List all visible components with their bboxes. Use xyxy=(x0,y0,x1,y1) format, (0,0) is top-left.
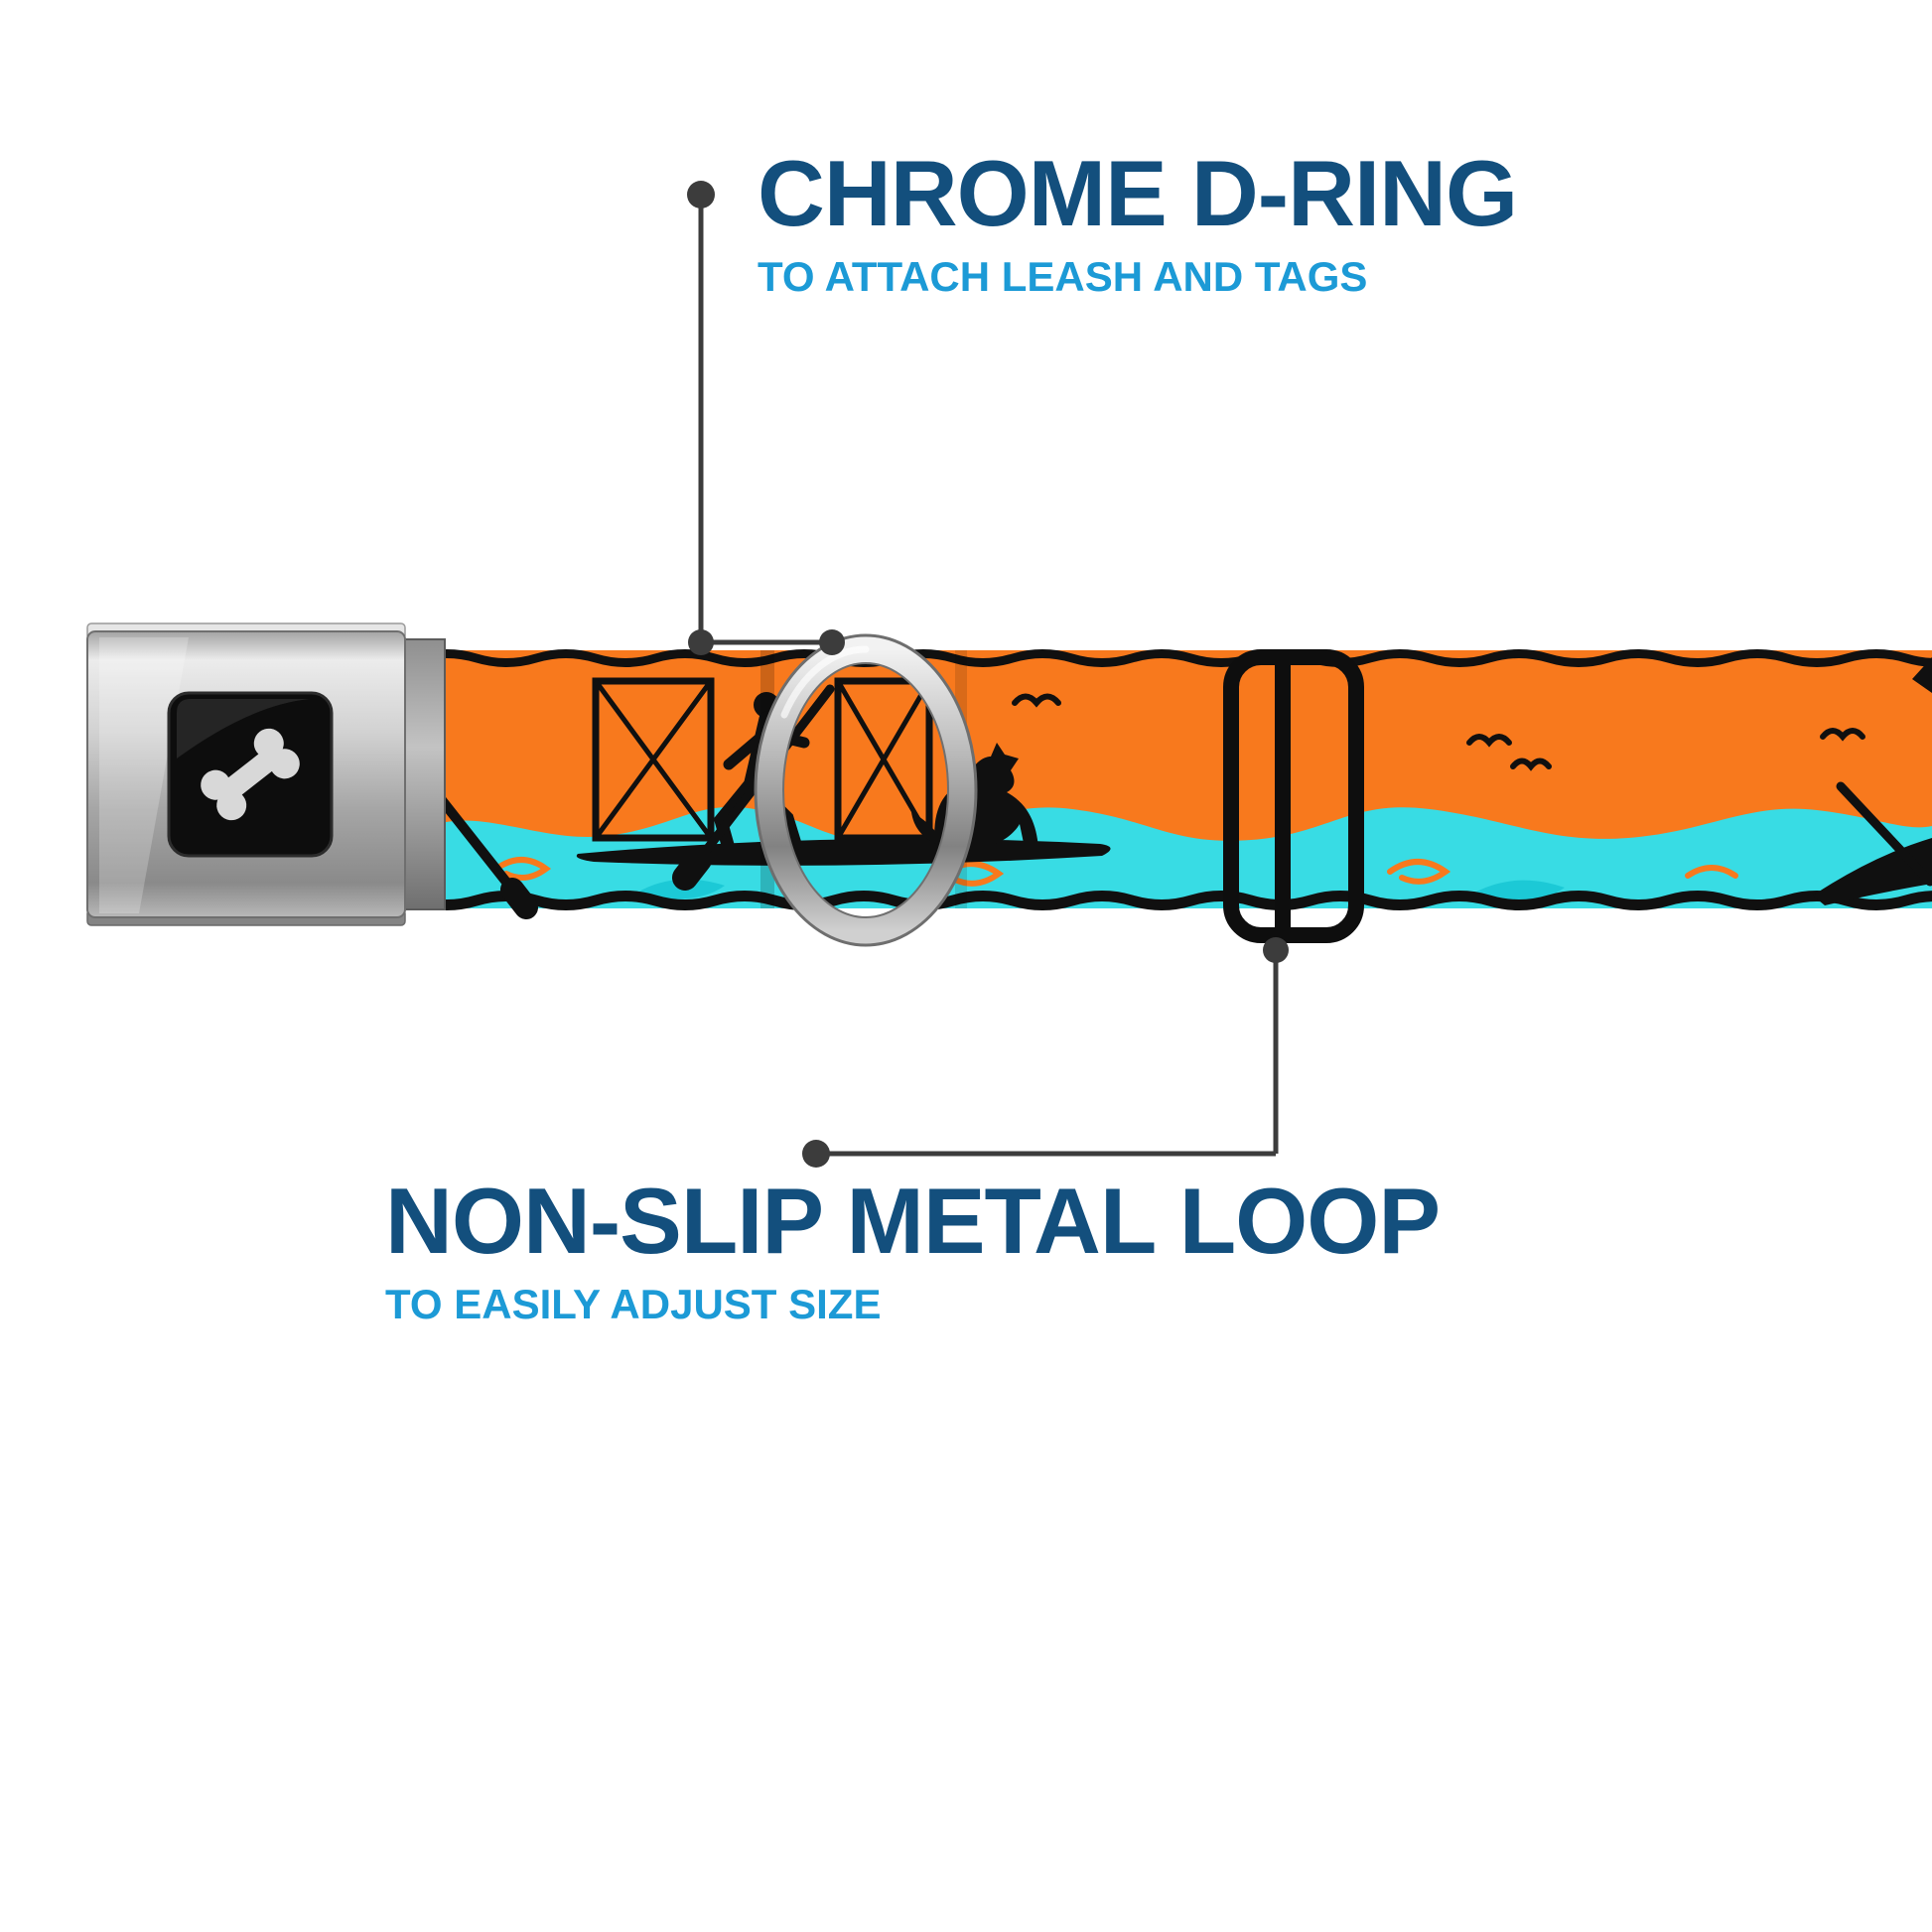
seatbelt-buckle xyxy=(86,622,446,926)
webbing-strap xyxy=(417,649,1932,919)
webbing-bottom-edge xyxy=(417,891,1932,910)
logo-plate-gloss xyxy=(177,699,310,759)
frame-silhouette xyxy=(592,677,933,842)
non-slip-metal-loop xyxy=(1223,649,1364,943)
top-callout-subtitle: TO ATTACH LEASH AND TAGS xyxy=(758,253,1368,300)
top-callout: CHROME D-RING TO ATTACH LEASH AND TAGS xyxy=(758,141,1518,300)
chrome-d-ring xyxy=(754,633,978,947)
bottom-callout: NON-SLIP METAL LOOP TO EASILY ADJUST SIZ… xyxy=(385,1169,1441,1327)
dog-collar-illustration xyxy=(86,622,1932,947)
buckle-gloss xyxy=(99,637,189,913)
webbing-top-edge xyxy=(417,649,1932,667)
top-callout-title: CHROME D-RING xyxy=(758,141,1518,245)
birds-silhouette-icon xyxy=(1012,693,1865,771)
bottom-callout-title: NON-SLIP METAL LOOP xyxy=(385,1169,1441,1273)
bottom-callout-subtitle: TO EASILY ADJUST SIZE xyxy=(385,1281,882,1327)
right-edge-silhouette xyxy=(1813,657,1932,905)
dog-bone-icon xyxy=(201,728,300,821)
